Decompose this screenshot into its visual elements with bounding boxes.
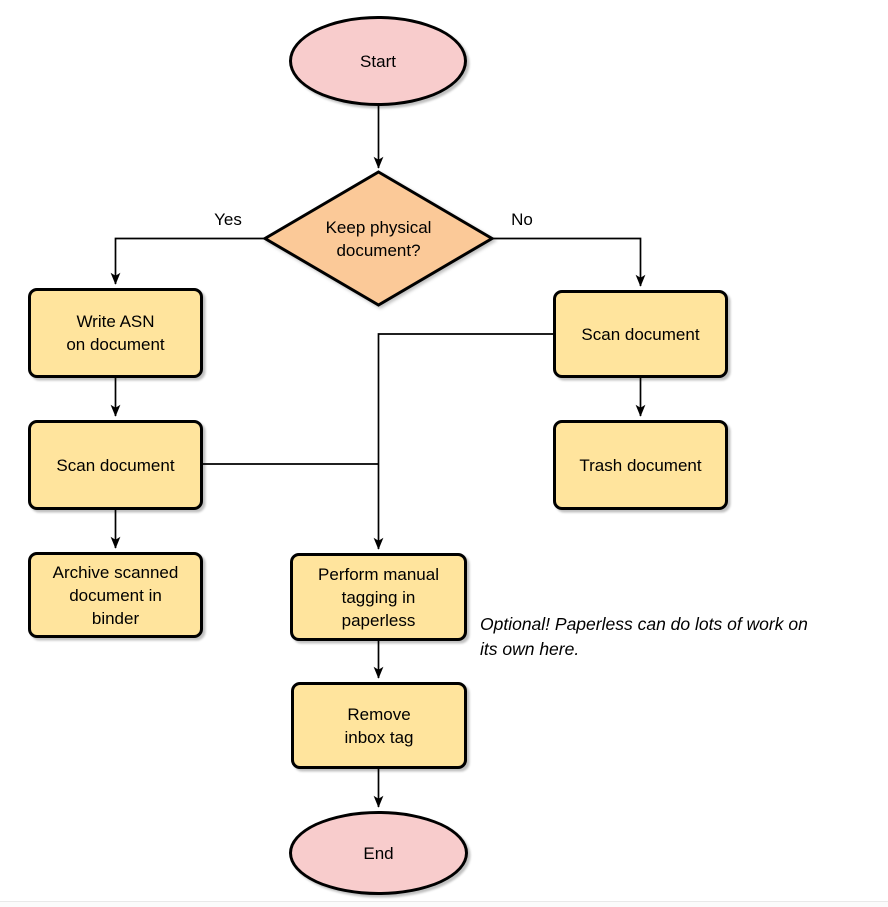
scan-document-left-label: Scan document bbox=[56, 455, 175, 475]
decision-node-shape bbox=[262, 170, 495, 307]
bottom-rule bbox=[0, 901, 888, 907]
edge-scanright-to-perform bbox=[373, 333, 553, 550]
edge-yes bbox=[110, 237, 265, 285]
start-node: Start bbox=[289, 16, 467, 106]
archive-node-label: Archive scanned document in binder bbox=[52, 562, 179, 628]
yes-edge-label: Yes bbox=[203, 210, 253, 229]
end-node: End bbox=[289, 811, 468, 895]
edge-no bbox=[492, 237, 646, 287]
remove-inbox-tag-node: Remove inbox tag bbox=[291, 682, 467, 769]
end-node-label: End bbox=[363, 843, 394, 863]
remove-inbox-tag-label: Remove inbox tag bbox=[344, 704, 414, 747]
scan-document-left-node: Scan document bbox=[28, 420, 203, 510]
trash-document-label: Trash document bbox=[579, 455, 702, 475]
decision-node-label: Keep physical document? bbox=[325, 217, 432, 260]
write-asn-node-label: Write ASN on document bbox=[66, 312, 165, 354]
scan-document-right-node: Scan document bbox=[553, 290, 728, 378]
scan-document-right-label: Scan document bbox=[581, 324, 700, 344]
trash-document-node: Trash document bbox=[553, 420, 728, 510]
archive-node: Archive scanned document in binder bbox=[28, 552, 203, 638]
no-edge-label: No bbox=[500, 210, 544, 229]
start-node-label: Start bbox=[360, 51, 396, 71]
perform-tagging-node: Perform manual tagging in paperless bbox=[290, 553, 467, 641]
write-asn-node: Write ASN on document bbox=[28, 288, 203, 378]
perform-tagging-label: Perform manual tagging in paperless bbox=[318, 564, 439, 630]
optional-annotation: Optional! Paperless can do lots of work … bbox=[480, 614, 808, 659]
